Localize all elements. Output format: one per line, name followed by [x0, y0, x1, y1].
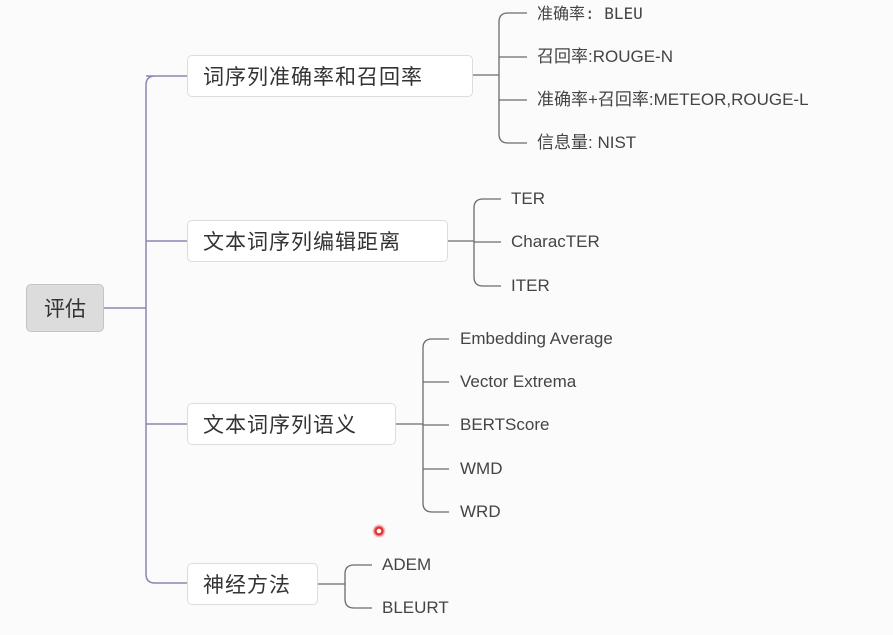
- leaf-wmd[interactable]: WMD: [460, 459, 503, 478]
- root-label: 评估: [44, 297, 86, 321]
- main-trunk: [104, 75, 188, 584]
- branch-node-edit-distance[interactable]: 文本词序列编辑距离: [187, 220, 448, 262]
- leaf-meteor-rouge-l[interactable]: 准确率+召回率:METEOR,ROUGE-L: [537, 90, 809, 109]
- leaf-wrd[interactable]: WRD: [460, 502, 501, 521]
- sub-bracket-2: [448, 198, 501, 287]
- branch-node-word-sequence-precision-recall[interactable]: 词序列准确率和召回率: [187, 55, 473, 97]
- branch-label: 文本词序列语义: [203, 413, 357, 437]
- branch-node-semantics[interactable]: 文本词序列语义: [187, 403, 396, 445]
- branch-label: 神经方法: [203, 573, 291, 597]
- leaf-iter[interactable]: ITER: [511, 276, 550, 295]
- root-node[interactable]: 评估: [26, 284, 104, 332]
- leaf-embedding-average[interactable]: Embedding Average: [460, 329, 613, 348]
- mouse-pointer-indicator: [372, 524, 386, 538]
- branch-label: 文本词序列编辑距离: [203, 230, 401, 254]
- branch-node-neural-methods[interactable]: 神经方法: [187, 563, 318, 605]
- sub-bracket-4: [318, 564, 372, 609]
- branch-label: 词序列准确率和召回率: [203, 65, 423, 89]
- leaf-vector-extrema[interactable]: Vector Extrema: [460, 372, 577, 391]
- leaf-bleurt[interactable]: BLEURT: [382, 598, 449, 617]
- leaf-ter[interactable]: TER: [511, 189, 545, 208]
- leaf-bleu[interactable]: 准确率: BLEU: [537, 4, 643, 23]
- leaf-bertscore[interactable]: BERTScore: [460, 415, 550, 434]
- leaf-characTER[interactable]: CharacTER: [511, 232, 600, 251]
- leaf-nist[interactable]: 信息量: NIST: [537, 133, 637, 152]
- sub-bracket-3: [396, 338, 449, 513]
- leaf-rouge-n[interactable]: 召回率:ROUGE-N: [537, 47, 673, 66]
- leaf-adem[interactable]: ADEM: [382, 555, 432, 574]
- sub-bracket-1: [473, 12, 527, 144]
